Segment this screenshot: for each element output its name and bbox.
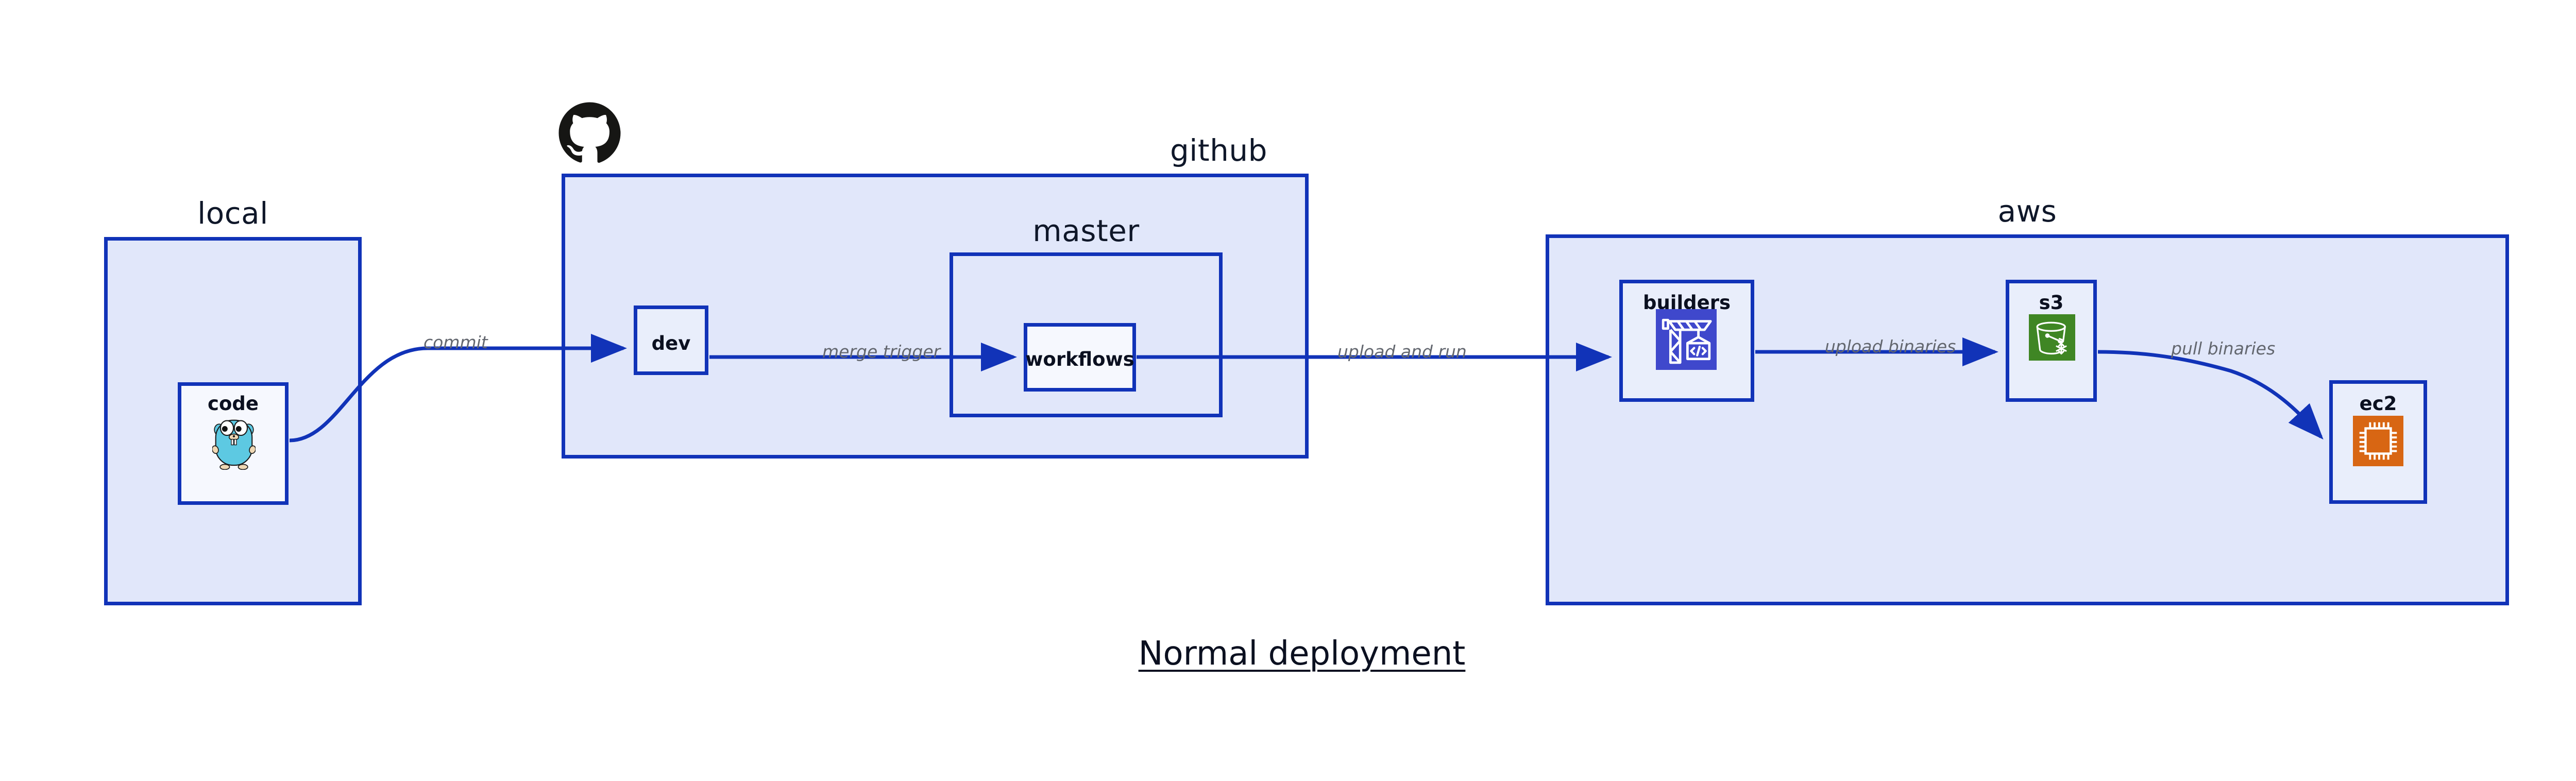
aws-codebuild-icon: [1656, 309, 1717, 370]
aws-ec2-icon: [2353, 416, 2403, 466]
node-label-ec2: ec2: [2359, 393, 2397, 415]
group-label-master: master: [1032, 213, 1140, 248]
node-workflows[interactable]: [1024, 323, 1136, 392]
group-label-local: local: [197, 196, 268, 231]
group-label-aws: aws: [1997, 194, 2057, 229]
diagram-title: Normal deployment: [1138, 635, 1466, 673]
edge-label-merge-trigger: merge trigger: [822, 342, 941, 362]
edge-label-upload-binaries: upload binaries: [1825, 336, 1956, 356]
node-dev[interactable]: [634, 305, 708, 375]
edge-label-pull-binaries: pull binaries: [2171, 338, 2276, 359]
edge-label-commit: commit: [423, 332, 488, 352]
node-label-s3: s3: [2039, 292, 2064, 314]
github-octocat-icon: [557, 101, 622, 165]
edge-label-upload-and-run: upload and run: [1337, 342, 1467, 362]
node-s3[interactable]: [2006, 280, 2097, 402]
node-label-code: code: [208, 393, 259, 415]
aws-s3-icon: [2029, 314, 2075, 361]
group-label-github: github: [1170, 133, 1267, 168]
node-label-workflows: workflows: [1025, 348, 1134, 370]
node-label-dev: dev: [651, 332, 691, 354]
go-gopher-icon: [212, 412, 256, 470]
